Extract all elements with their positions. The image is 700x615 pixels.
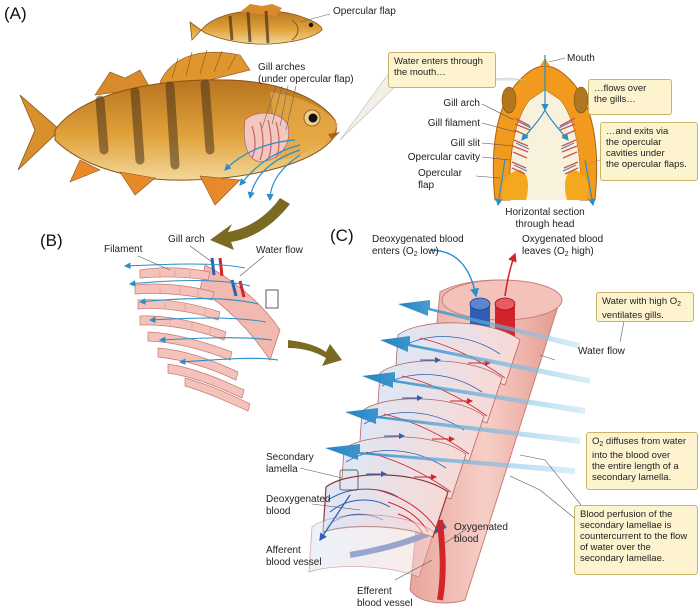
label-oxy-leaves: Oxygenated blood leaves (O2 high) <box>522 234 603 260</box>
callout-high-o2-line1: Water with high O <box>602 296 678 307</box>
small-fish-illustration <box>189 4 331 45</box>
callout-flows-over: …flows over the gills… <box>588 79 672 115</box>
o2-subscript: 2 <box>413 250 418 258</box>
o2-subscript: 2 <box>564 250 569 258</box>
head-section-illustration <box>469 55 601 207</box>
gill-arch-illustration <box>123 245 281 412</box>
label-gill-arch-b: Gill arch <box>168 234 205 245</box>
label-mouth: Mouth <box>567 53 595 64</box>
deoxy-enters-line3: low) <box>417 245 439 257</box>
label-water-flow-b: Water flow <box>256 245 303 256</box>
oxy-leaves-line2: leaves (O <box>522 245 565 257</box>
callout-diffuse-rest: diffuses from water into the blood over … <box>592 436 687 483</box>
filament-closeup-illustration <box>299 249 626 604</box>
oxy-leaves-line3: high) <box>568 245 594 257</box>
water-flow-arrows <box>325 300 590 474</box>
deoxy-enters-line2: enters (O <box>372 245 414 257</box>
oxy-leaves-line1: Oxygenated blood <box>522 234 604 245</box>
o2-subscript: 2 <box>677 301 682 308</box>
callout-diffuse-o: O <box>592 436 600 447</box>
callout-high-o2: Water with high O2 ventilates gills. <box>596 292 694 322</box>
label-secondary-lamella: Secondary lamella <box>266 452 314 475</box>
label-opercular-flap: Opercular flap <box>333 6 396 17</box>
label-gill-filament: Gill filament <box>427 118 480 129</box>
label-opercular-cavity: Opercular cavity <box>407 152 480 163</box>
deoxy-enters-line1: Deoxygenated blood <box>372 234 464 245</box>
label-gill-arches: Gill arches (under opercular flap) <box>258 62 354 85</box>
callout-perfusion: Blood perfusion of the secondary lamella… <box>574 505 698 575</box>
label-efferent-vessel: Efferent blood vessel <box>357 586 413 609</box>
label-deoxy-enters: Deoxygenated blood enters (O2 low) <box>372 234 464 260</box>
label-afferent-vessel: Afferent blood vessel <box>266 545 322 568</box>
olive-arrow-a-to-b <box>210 198 290 250</box>
o2-subscript: 2 <box>599 441 604 448</box>
callout-water-enters: Water enters through the mouth… <box>388 52 496 88</box>
olive-arrow-b-to-c <box>288 340 342 366</box>
callout-exits: …and exits via the opercular cavities un… <box>600 122 698 181</box>
panel-label-a: (A) <box>4 4 27 23</box>
label-oxygenated-blood: Oxygenated blood <box>454 522 508 545</box>
large-fish-illustration <box>17 49 340 206</box>
label-opercular-flap-section: Opercular flap <box>418 168 462 191</box>
label-gill-slit: Gill slit <box>450 138 480 149</box>
panel-label-b: (B) <box>40 231 63 250</box>
label-section-caption: Horizontal section through head <box>505 207 585 230</box>
label-deoxygenated-blood: Deoxygenated blood <box>266 494 331 517</box>
label-water-flow-c: Water flow <box>578 346 625 357</box>
label-filament: Filament <box>104 244 143 255</box>
callout-o2-diffuses: O2 diffuses from water into the blood ov… <box>586 432 698 490</box>
panel-label-c: (C) <box>330 226 354 245</box>
label-gill-arch-a: Gill arch <box>443 98 480 109</box>
callout-high-o2-line2: ventilates gills. <box>602 310 664 321</box>
